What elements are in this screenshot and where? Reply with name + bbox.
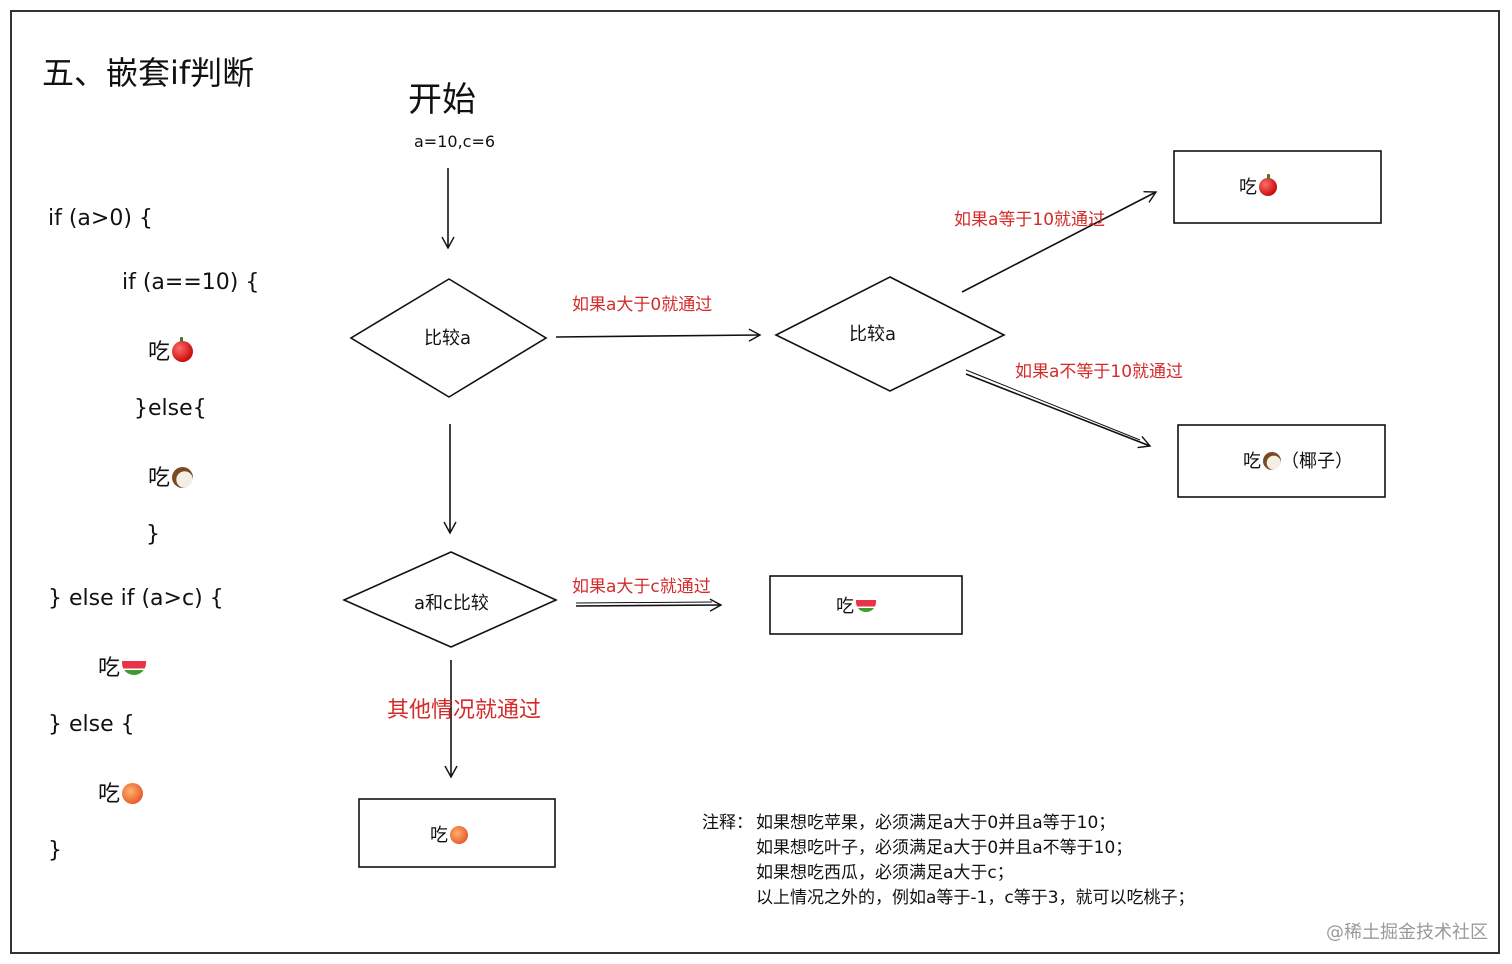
page-title: 五、嵌套if判断 xyxy=(42,54,255,92)
watermark: @稀土掘金技术社区 xyxy=(1326,922,1488,943)
code-line-else: }else{ xyxy=(134,396,207,421)
code-line-eat-coconut: 吃 xyxy=(148,460,194,492)
box-coconut xyxy=(1177,424,1386,498)
code-eat-text: 吃 xyxy=(98,782,121,807)
coconut-emoji-icon xyxy=(1263,452,1281,470)
edge-label-otherwise: 其他情况就通过 xyxy=(387,698,542,723)
box-eat-text: 吃 xyxy=(430,825,448,846)
edge-label-a-ne-10: 如果a不等于10就通过 xyxy=(1015,362,1184,382)
apple-emoji-icon xyxy=(1259,174,1277,196)
coconut-name-text: （椰子） xyxy=(1281,451,1353,472)
box-watermelon xyxy=(769,575,963,635)
note-label: 注释： xyxy=(702,813,753,833)
code-line-eat-watermelon: 吃 xyxy=(98,650,147,682)
box-peach-label: 吃 xyxy=(430,821,468,847)
code-line-outer-close: } xyxy=(48,838,62,863)
box-eat-text: 吃 xyxy=(1243,451,1261,472)
box-peach xyxy=(358,798,556,868)
peach-emoji-icon xyxy=(450,826,468,844)
diamond2-label: 比较a xyxy=(849,324,897,345)
diagram-frame xyxy=(10,10,1500,954)
code-line-if-a-gt-0: if (a>0) { xyxy=(48,206,153,231)
code-eat-text: 吃 xyxy=(98,656,121,681)
code-line-eat-peach: 吃 xyxy=(98,776,144,808)
code-line-if-a-eq-10: if (a==10) { xyxy=(122,270,260,295)
note-line-1: 如果想吃苹果，必须满足a大于0并且a等于10； xyxy=(756,813,1116,833)
edge-label-a-eq-10: 如果a等于10就通过 xyxy=(954,210,1106,230)
diamond-compare-a-1 xyxy=(349,278,548,398)
note-line-2: 如果想吃叶子，必须满足a大于0并且a不等于10； xyxy=(756,838,1133,858)
note-line-4: 以上情况之外的，例如a等于-1，c等于3，就可以吃桃子； xyxy=(756,888,1195,908)
edge-label-a-gt-0: 如果a大于0就通过 xyxy=(572,295,713,315)
box-eat-text: 吃 xyxy=(836,596,854,617)
diamond3-label: a和c比较 xyxy=(414,593,489,614)
watermelon-emoji-icon xyxy=(122,661,147,675)
diamond-compare-a-c xyxy=(342,551,558,648)
box-coconut-label: 吃 （椰子） xyxy=(1243,447,1353,473)
diamond-compare-a-2 xyxy=(774,276,1006,392)
arrow-diamond2-to-apple xyxy=(961,191,1158,293)
code-line-else-outer: } else { xyxy=(48,712,135,737)
flow-init-values: a=10,c=6 xyxy=(414,132,496,151)
code-line-eat-apple: 吃 xyxy=(148,334,194,366)
flow-start-label: 开始 xyxy=(408,80,476,120)
code-line-else-if-a-gt-c: } else if (a>c) { xyxy=(48,586,224,611)
box-apple-label: 吃 xyxy=(1239,173,1277,199)
arrow-diamond1-to-diamond2 xyxy=(555,328,762,342)
peach-emoji-icon xyxy=(122,783,144,804)
code-eat-text: 吃 xyxy=(148,466,171,491)
code-line-inner-close: } xyxy=(146,522,160,547)
code-eat-text: 吃 xyxy=(148,340,171,365)
note-line-3: 如果想吃西瓜，必须满足a大于c； xyxy=(756,863,1014,883)
box-watermelon-label: 吃 xyxy=(836,592,876,618)
edge-label-a-gt-c: 如果a大于c就通过 xyxy=(572,577,711,597)
watermelon-emoji-icon xyxy=(856,600,876,612)
arrow-diamond3-to-melon xyxy=(575,598,723,612)
apple-emoji-icon xyxy=(172,337,194,362)
coconut-emoji-icon xyxy=(172,467,194,488)
box-apple xyxy=(1173,150,1382,224)
arrow-diamond2-to-coconut xyxy=(965,373,1152,449)
diamond1-label: 比较a xyxy=(424,328,472,349)
box-eat-text: 吃 xyxy=(1239,177,1257,198)
